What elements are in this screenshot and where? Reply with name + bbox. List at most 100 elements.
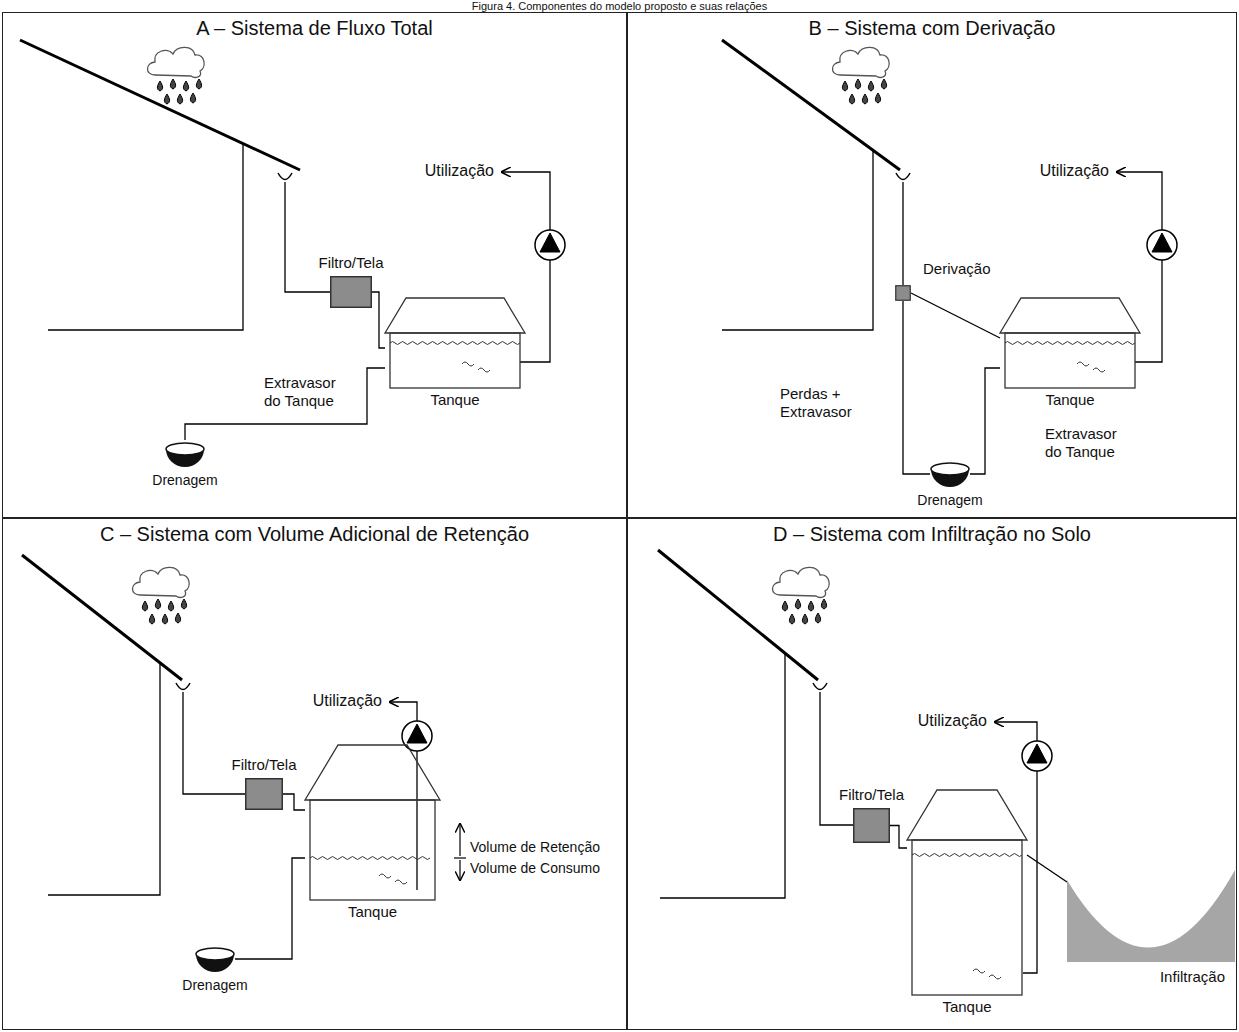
infiltration-basin: Infiltração bbox=[1067, 870, 1235, 962]
storage-tank-outline bbox=[305, 745, 440, 900]
annotation-label: Utilização bbox=[918, 712, 987, 730]
node-label: Derivação bbox=[923, 260, 991, 278]
pump-symbol bbox=[1022, 741, 1052, 771]
node-label: Filtro/Tela bbox=[231, 756, 296, 774]
filter-box: Filtro/Tela bbox=[245, 778, 283, 810]
panel-heading: B – Sistema com Derivação bbox=[628, 16, 1236, 40]
tank-roof bbox=[305, 745, 440, 800]
figure-title: Figura 4. Componentes do modelo proposto… bbox=[0, 0, 1239, 12]
node-label: Tanque bbox=[348, 903, 397, 921]
pipe-label: Extravasor do Tanque bbox=[1045, 425, 1129, 461]
node-label: Tanque bbox=[1045, 391, 1094, 409]
node-label: Filtro/Tela bbox=[318, 254, 383, 272]
drain-rim bbox=[931, 463, 969, 475]
water-symbol bbox=[462, 362, 490, 372]
tank-roof bbox=[1000, 298, 1140, 333]
tank-roof bbox=[385, 298, 525, 333]
gutter bbox=[278, 173, 292, 180]
water-symbol bbox=[1077, 362, 1105, 372]
filter-box-outline bbox=[330, 276, 372, 308]
system-panel: C – Sistema com Volume Adicional de Rete… bbox=[2, 518, 627, 1030]
pipe-connector bbox=[283, 794, 305, 810]
node-label: Drenagem bbox=[917, 491, 982, 509]
panel-heading: C – Sistema com Volume Adicional de Rete… bbox=[3, 522, 626, 546]
tank-body bbox=[310, 800, 435, 900]
annotation-label: Volume de Retenção bbox=[470, 838, 600, 856]
node-label: Filtro/Tela bbox=[839, 786, 904, 804]
tank-roof bbox=[907, 790, 1027, 840]
roof-line bbox=[658, 550, 818, 680]
storage-tank: Tanque bbox=[1000, 298, 1140, 388]
house-wall bbox=[48, 144, 243, 330]
pipe-connector bbox=[970, 368, 1000, 474]
gutter bbox=[176, 683, 190, 690]
bypass-box: Derivação bbox=[895, 285, 911, 301]
drainage-outlet-outline bbox=[930, 460, 970, 488]
rain-cloud bbox=[773, 567, 830, 624]
use-arrow bbox=[1117, 172, 1162, 230]
use-arrow bbox=[995, 722, 1037, 741]
rain-cloud bbox=[148, 47, 205, 104]
panel-heading: D – Sistema com Infiltração no Solo bbox=[628, 522, 1236, 546]
bypass-body bbox=[896, 286, 911, 301]
suction-pipe bbox=[1135, 260, 1162, 362]
downpipe bbox=[902, 182, 903, 285]
pipe-connector bbox=[235, 858, 305, 959]
water-level bbox=[1005, 342, 1135, 345]
tank-body bbox=[390, 333, 520, 388]
system-panel: D – Sistema com Infiltração no SoloFiltr… bbox=[627, 518, 1237, 1030]
node-label: Tanque bbox=[942, 998, 991, 1016]
pipe-label: Perdas + Extravasor bbox=[780, 385, 864, 421]
retention-arrow bbox=[459, 824, 460, 856]
node-label: Drenagem bbox=[152, 471, 217, 489]
pipe-connector bbox=[185, 368, 385, 440]
downpipe bbox=[183, 692, 245, 794]
system-panel: A – Sistema de Fluxo TotalFiltro/TelaTan… bbox=[2, 12, 627, 518]
gutter bbox=[813, 683, 827, 690]
filter-body bbox=[854, 809, 890, 843]
storage-tank: Tanque bbox=[385, 298, 525, 388]
storage-tank-outline bbox=[1000, 298, 1140, 388]
water-level bbox=[310, 857, 430, 860]
suction-pipe bbox=[1023, 771, 1037, 973]
drainage-outlet-outline bbox=[165, 440, 205, 468]
water-level bbox=[912, 854, 1022, 857]
drain-rim bbox=[196, 948, 234, 960]
pump-symbol bbox=[402, 721, 432, 751]
soil-basin bbox=[1067, 870, 1235, 962]
house-wall bbox=[660, 653, 785, 898]
storage-tank: Tanque bbox=[305, 745, 440, 900]
storage-tank-outline bbox=[385, 298, 525, 388]
roof-line bbox=[20, 40, 300, 170]
suction-pipe bbox=[416, 751, 417, 890]
pipe-connector bbox=[903, 301, 930, 474]
use-arrow bbox=[502, 172, 550, 230]
consumption-arrow bbox=[459, 860, 460, 880]
suction-pipe bbox=[520, 260, 550, 362]
filter-box-outline bbox=[245, 778, 283, 810]
house-wall bbox=[48, 662, 160, 895]
water-symbol bbox=[379, 874, 407, 884]
pipe-connector bbox=[890, 826, 907, 849]
pump-symbol bbox=[535, 230, 565, 260]
pump-symbol bbox=[1147, 230, 1177, 260]
annotation-label: Utilização bbox=[1040, 162, 1109, 180]
tank-body bbox=[912, 840, 1022, 995]
annotation-label: Utilização bbox=[425, 162, 494, 180]
storage-tank: Tanque bbox=[907, 790, 1027, 995]
node-label: Infiltração bbox=[1160, 968, 1225, 986]
filter-body bbox=[331, 277, 372, 308]
pipe-connector bbox=[911, 293, 1000, 338]
drain-rim bbox=[166, 443, 204, 455]
storage-tank-outline bbox=[907, 790, 1027, 995]
bypass-box-outline bbox=[895, 285, 911, 301]
pipe-connector bbox=[372, 292, 385, 348]
water-symbol bbox=[973, 969, 1001, 979]
water-level bbox=[390, 342, 520, 345]
drainage-outlet-outline bbox=[195, 945, 235, 973]
rain-cloud bbox=[133, 567, 190, 624]
downpipe bbox=[820, 692, 853, 825]
rain-cloud bbox=[833, 47, 890, 104]
annotation-label: Volume de Consumo bbox=[470, 859, 600, 877]
